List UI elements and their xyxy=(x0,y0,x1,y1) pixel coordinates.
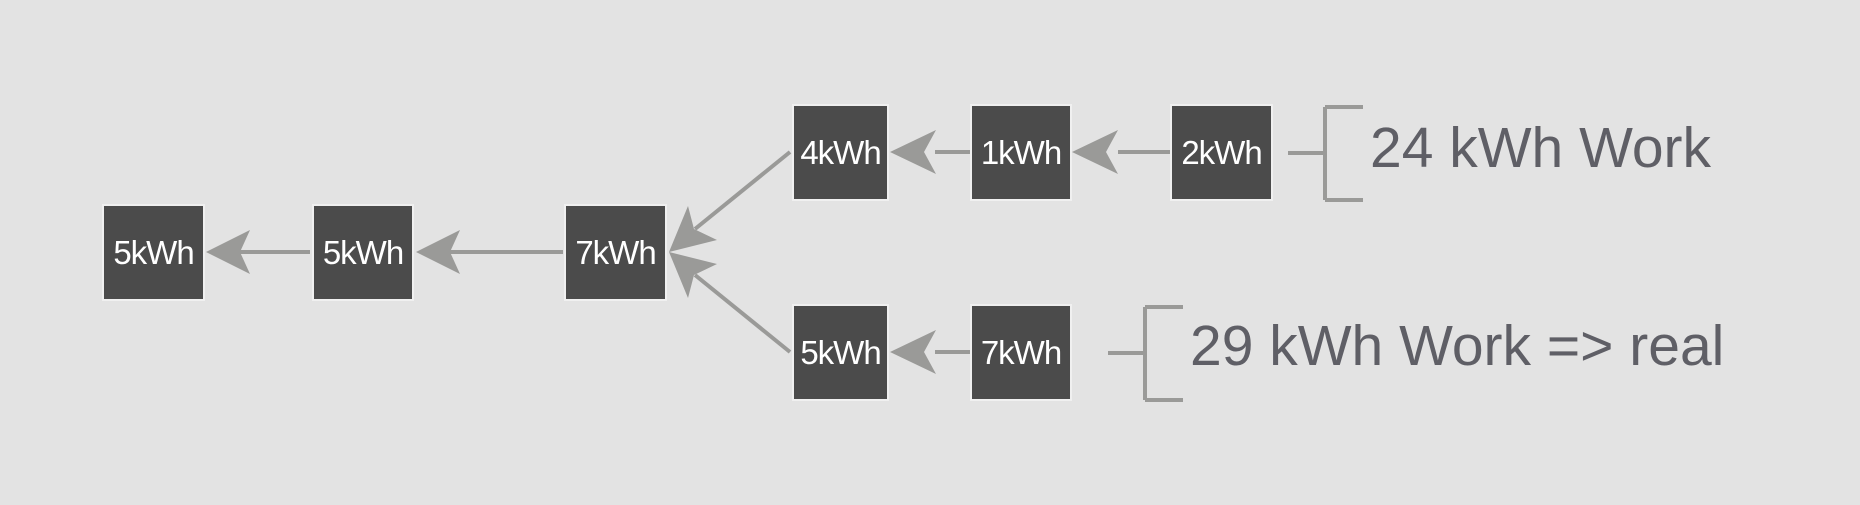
block-label: 2kWh xyxy=(1181,133,1262,171)
block-lower-2: 7kWh xyxy=(970,304,1072,401)
arrowhead-main-1 xyxy=(206,230,250,274)
block-main-3: 7kWh xyxy=(564,204,667,301)
arrowhead-upper-1 xyxy=(890,130,936,174)
block-label: 7kWh xyxy=(980,333,1062,371)
block-label: 5kWh xyxy=(800,333,881,371)
block-main-1: 5kWh xyxy=(102,204,205,301)
block-upper-1: 4kWh xyxy=(792,104,889,201)
block-main-2: 5kWh xyxy=(312,204,414,301)
link-lower-1-to-main-3 xyxy=(693,273,792,354)
arrowhead-upper-2 xyxy=(1072,130,1118,174)
arrowhead-lower-1 xyxy=(890,330,936,374)
link-upper-1-to-main-3 xyxy=(693,150,792,231)
block-label: 7kWh xyxy=(575,233,656,271)
block-label: 4kWh xyxy=(800,133,881,171)
block-label: 5kWh xyxy=(113,233,194,271)
block-upper-2: 1kWh xyxy=(970,104,1072,201)
lower-branch-summary: 29 kWh Work => real xyxy=(1190,314,1725,378)
block-label: 1kWh xyxy=(980,133,1062,171)
upper-branch-summary: 24 kWh Work xyxy=(1370,116,1712,180)
arrowhead-fork-upper xyxy=(669,206,717,252)
block-lower-1: 5kWh xyxy=(792,304,889,401)
arrowhead-fork-lower xyxy=(669,252,717,298)
bracket-lower-path xyxy=(1108,305,1183,402)
arrowhead-main-2 xyxy=(416,230,460,274)
bracket-upper-path xyxy=(1288,105,1363,202)
block-upper-3: 2kWh xyxy=(1170,104,1273,201)
block-label: 5kWh xyxy=(322,233,404,271)
